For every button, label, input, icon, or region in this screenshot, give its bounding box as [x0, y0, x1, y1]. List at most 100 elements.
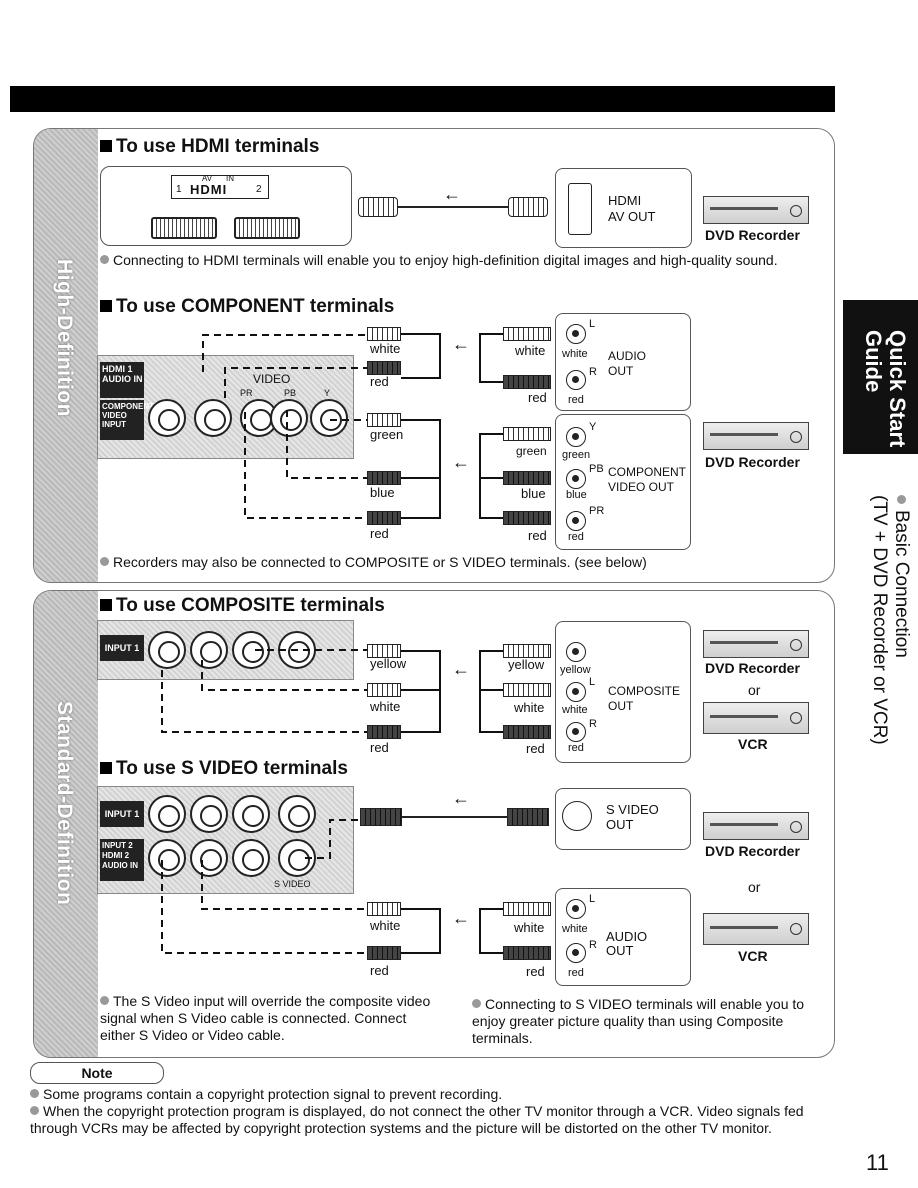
svideo-in1-svideo-jack[interactable] — [278, 795, 316, 833]
comp-audio-red-color: red — [568, 394, 584, 406]
side-caption-line2: (TV + DVD Recorder or VCR) — [869, 495, 890, 745]
component-audio-l-jack[interactable] — [148, 399, 186, 437]
comp-white-plug-right — [503, 683, 551, 697]
svideo-bullet-left-text: The S Video input will override the comp… — [100, 993, 431, 1043]
svideo-out-title-2: OUT — [606, 817, 634, 832]
hdmi-port-1[interactable] — [151, 217, 217, 239]
comp-blue-dash — [286, 410, 367, 479]
composite-audio-out-l-jack[interactable] — [566, 682, 586, 702]
composite-left-red-label: red — [370, 740, 389, 755]
composite-audio-r-jack[interactable] — [190, 631, 228, 669]
side-caption-line1: Basic Connection — [891, 510, 912, 658]
composite-heading: To use COMPOSITE terminals — [100, 595, 385, 617]
comp-plug-white-left — [367, 327, 401, 341]
composite-device1-name: DVD Recorder — [705, 660, 800, 676]
comp-red-plug-right — [503, 725, 551, 739]
component-audio-r-jack[interactable] — [194, 399, 232, 437]
note-label: Note — [30, 1062, 164, 1084]
svideo-in1-video-jack[interactable] — [232, 795, 270, 833]
comp-left-cable-blue-label: blue — [370, 485, 395, 500]
svideo-in2-r-jack[interactable] — [190, 839, 228, 877]
hdmi-arrow-icon: ← — [443, 184, 461, 204]
svideo-input2-block: INPUT 2 HDMI 2 AUDIO IN — [100, 839, 144, 881]
svideo-in2-video-jack[interactable] — [232, 839, 270, 877]
comp-pb-label: PB — [589, 463, 604, 475]
svideo-out-callout: S VIDEO OUT — [555, 788, 691, 850]
component-device-name: DVD Recorder — [705, 454, 800, 470]
comp-red-color: red — [568, 531, 584, 543]
component-video-input-label: COMPONENT VIDEO INPUT — [100, 400, 154, 440]
comp-video-out-pb-jack[interactable] — [566, 469, 586, 489]
composite-video-jack[interactable] — [232, 631, 270, 669]
svideo-audio-out-l-jack[interactable] — [566, 899, 586, 919]
comp-red-plug-left — [367, 725, 401, 739]
composite-input1-label: INPUT 1 — [100, 635, 144, 661]
svideo-terminal-panel: INPUT 1 INPUT 2 HDMI 2 AUDIO IN S VIDEO — [97, 786, 354, 894]
composite-audio-out-r-jack[interactable] — [566, 722, 586, 742]
comp-y-label: Y — [589, 421, 597, 433]
component-bullet: Recorders may also be connected to COMPO… — [100, 554, 820, 571]
comp-audio-out-l-jack[interactable] — [566, 324, 586, 344]
bullet-icon — [100, 557, 109, 566]
hdmi1-audio-in-label: HDMI 1 AUDIO IN — [100, 362, 144, 398]
composite-video-out-jack[interactable] — [566, 642, 586, 662]
svideo-audio-arrow-icon: ← — [452, 908, 470, 928]
svideo-right-red-label: red — [526, 964, 545, 979]
comp-video-out-title-1: COMPONENT — [608, 465, 686, 479]
comp-plug-red-right — [503, 375, 551, 389]
svideo-audio-out-title-2: OUT — [606, 943, 634, 958]
svideo-heading: To use S VIDEO terminals — [100, 758, 348, 780]
standard-definition-sidebar: Standard-Definition — [34, 591, 98, 1057]
composite-left-white-label: white — [370, 699, 401, 714]
svideo-in2-l-jack[interactable] — [148, 839, 186, 877]
component-y-jack[interactable] — [310, 399, 348, 437]
composite-l-label: L — [589, 676, 596, 688]
video-label: VIDEO — [253, 372, 291, 386]
svideo-right-white-label: white — [514, 920, 545, 935]
header-bar — [10, 86, 835, 112]
hdmi-bullet: Connecting to HDMI terminals will enable… — [100, 252, 820, 269]
svideo-out-title-1: S VIDEO — [606, 802, 659, 817]
composite-red-color: red — [568, 742, 584, 754]
comp-right-cable-white-label: white — [515, 343, 546, 358]
svideo-in1-r-jack[interactable] — [190, 795, 228, 833]
comp-plug-red2-right — [503, 511, 551, 525]
comp-video-out-pr-jack[interactable] — [566, 511, 586, 531]
composite-audio-l-jack[interactable] — [148, 631, 186, 669]
component-audio-out-callout: L R white red AUDIO OUT — [555, 313, 691, 411]
svideo-red-dash — [161, 860, 367, 954]
svideo-device2-name: VCR — [738, 948, 768, 964]
svideo-in1-l-jack[interactable] — [148, 795, 186, 833]
composite-out-title-2: OUT — [608, 699, 634, 713]
comp-video-out-y-jack[interactable] — [566, 427, 586, 447]
svideo-bullet-left: The S Video input will override the comp… — [100, 993, 440, 1044]
composite-or-label: or — [748, 682, 761, 698]
comp-plug-white-right — [503, 327, 551, 341]
hdmi-terminal-panel: AV IN 1 HDMI 2 — [100, 166, 352, 246]
comp-plug-green-right — [503, 427, 551, 441]
comp-audio-arrow-icon: ← — [452, 334, 470, 354]
comp-plug-blue-right — [503, 471, 551, 485]
comp-left-cable-red-label: red — [370, 374, 389, 389]
comp-audio-out-r-jack[interactable] — [566, 370, 586, 390]
component-pb-jack[interactable] — [270, 399, 308, 437]
composite-r-label: R — [589, 718, 597, 730]
comp-plug-blue-left — [367, 471, 401, 485]
svideo-audio-out-r-jack[interactable] — [566, 943, 586, 963]
svideo-left-white-label: white — [370, 918, 401, 933]
composite-right-red-label: red — [526, 741, 545, 756]
hdmi-cable — [398, 206, 508, 208]
component-bullet-text: Recorders may also be connected to COMPO… — [113, 554, 647, 570]
hdmi-device-name: DVD Recorder — [705, 227, 800, 243]
svideo-out-jack[interactable] — [562, 801, 592, 831]
bullet-icon — [30, 1089, 39, 1098]
svideo-cable — [402, 816, 507, 818]
side-caption: Basic Connection(TV + DVD Recorder or VC… — [868, 495, 912, 745]
hdmi-port-2[interactable] — [234, 217, 300, 239]
pb-label: PB — [284, 388, 297, 398]
comp-video-bracket-left — [401, 419, 441, 519]
hdmi-out-label-2: AV OUT — [608, 209, 656, 224]
comp-red2-dash — [244, 412, 367, 519]
